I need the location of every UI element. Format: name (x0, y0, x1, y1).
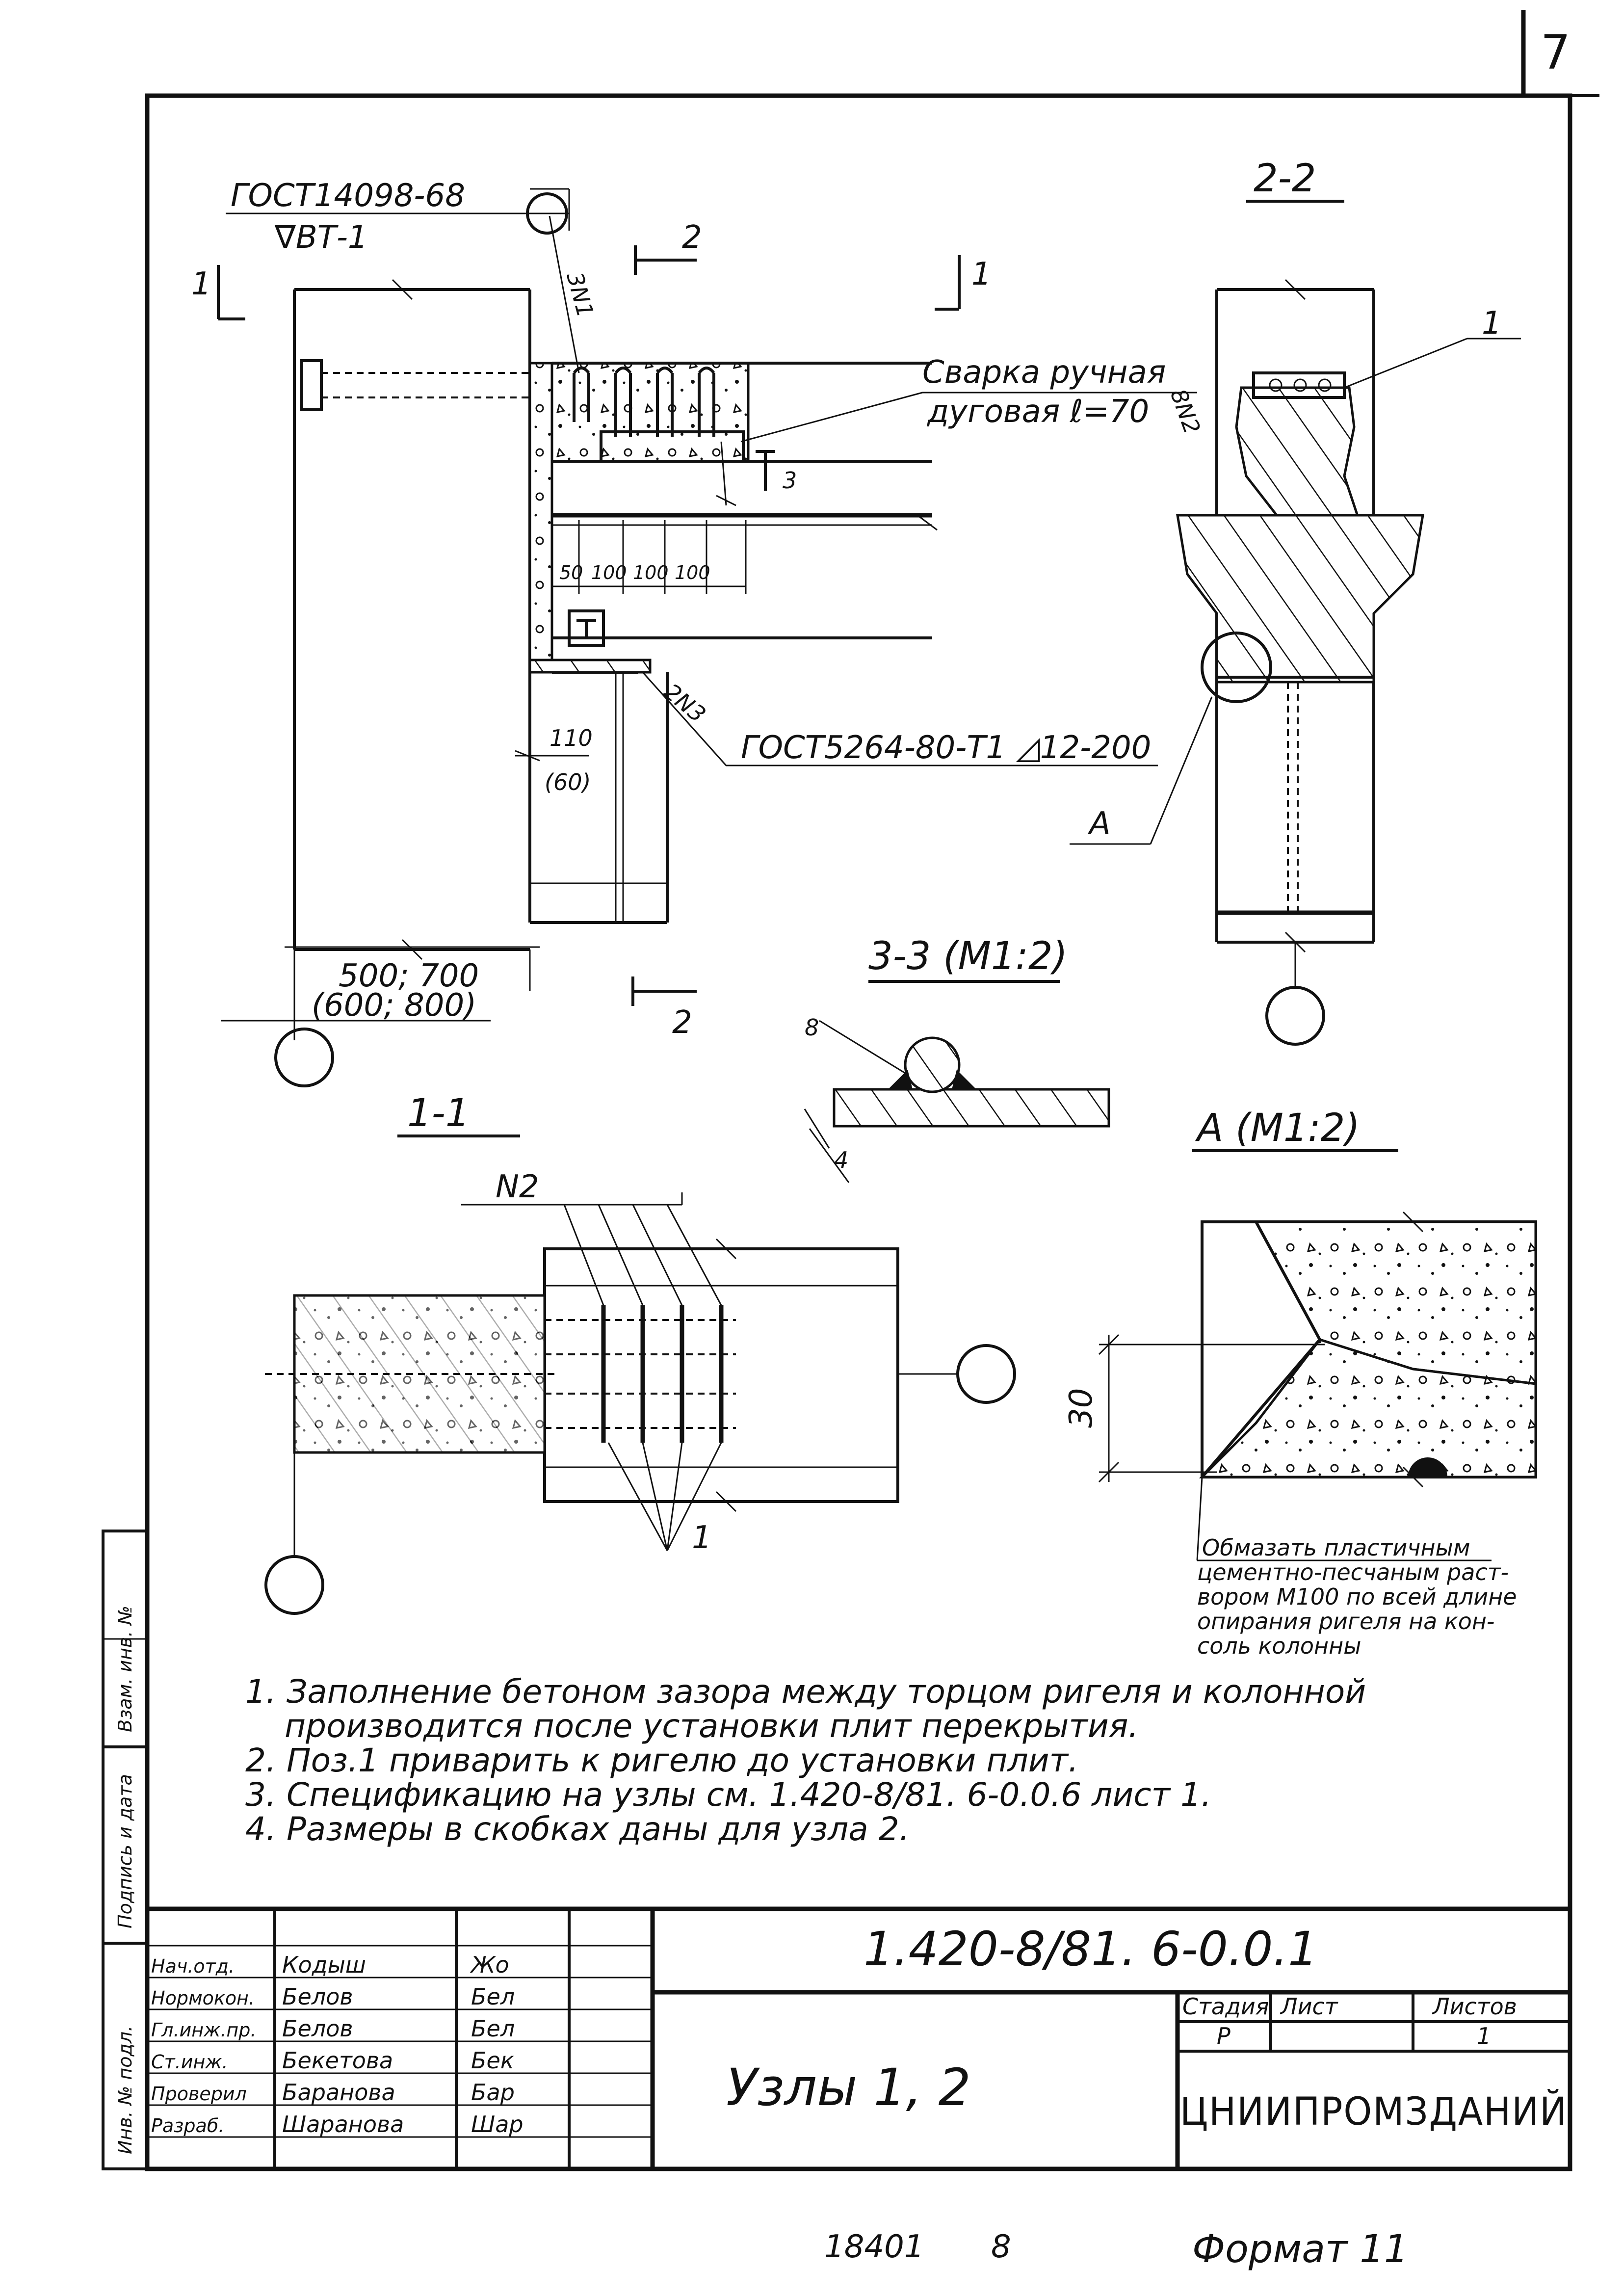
mortar-note-line: вором М100 по всей длине (1197, 1583, 1517, 1610)
dim-100b: 100 (633, 562, 669, 583)
dim-60: (60) (545, 769, 591, 795)
document-code: 1.420-8/81. 6-0.0.1 (864, 1922, 1318, 1977)
dim-width-alt: (600; 800) (312, 987, 476, 1024)
organization-name: ЦНИИПРОМЗДАНИЙ (1180, 2089, 1568, 2134)
mortar-note: Обмазать пластичным цементно-песчаным ра… (1197, 1534, 1517, 1659)
dim-8: 8 (805, 1014, 819, 1041)
section-1-1 (264, 1135, 1016, 1615)
view-a (1098, 1149, 1537, 1561)
dim-110: 110 (550, 725, 593, 751)
section-2-2 (1070, 200, 1521, 1046)
gost-top-label: ГОСТ14098-68 (231, 178, 465, 214)
note-line: производится после установки плит перекр… (285, 1707, 1138, 1745)
role-label: Гл.инж.пр. (151, 2019, 256, 2041)
mortar-note-line: опирания ригеля на кон- (1197, 1608, 1495, 1635)
signature: Жо (470, 1952, 509, 1978)
role-label: Ст.инж. (151, 2051, 228, 2073)
section-3-3-title: 3-3 (М1:2) (868, 934, 1068, 978)
dim-width: 500; 700 (339, 958, 479, 994)
sheet-header: Лист (1280, 1993, 1338, 2020)
note-line: 2. Поз.1 приварить к ригелю до установки… (245, 1742, 1078, 1779)
person-name: Белов (282, 1983, 353, 2010)
signature: Бек (471, 2047, 514, 2074)
side-stamp-replace-inv: Взам. инв. № (114, 1606, 136, 1732)
weld-manual-line2: дуговая ℓ=70 (927, 394, 1149, 430)
section-1-right-label: 1 (971, 256, 992, 292)
sheet-format: Формат 11 (1192, 2227, 1409, 2271)
title-block (147, 1906, 1570, 2169)
view-a-title: А (М1:2) (1195, 1106, 1360, 1150)
section-3-label: 3 (783, 467, 797, 494)
copy-number: 8 (991, 2229, 1011, 2265)
leader-1-bottom-label: 1 (692, 1520, 712, 1556)
person-name: Белов (282, 2015, 353, 2042)
note-line: 1. Заполнение бетоном зазора между торцо… (245, 1673, 1366, 1711)
gost-bottom-label: ГОСТ5264-80-Т1 ◿12-200 (741, 730, 1151, 766)
dim-100c: 100 (675, 562, 710, 583)
stage-header: Стадия (1182, 1993, 1269, 2020)
section-2-top-label: 2 (682, 219, 702, 256)
pos-8n2-label: 8N2 (1165, 385, 1206, 437)
person-name: Шаранова (282, 2111, 404, 2138)
signature: Бар (471, 2079, 515, 2106)
mortar-note-line: соль колонны (1197, 1633, 1361, 1659)
section-1-1-title: 1-1 (407, 1091, 470, 1135)
person-name: Бекетова (282, 2047, 393, 2074)
dim-4: 4 (834, 1147, 848, 1173)
section-2-2-title: 2-2 (1254, 157, 1316, 201)
weld-symbol-label: ∇ВТ-1 (274, 219, 368, 256)
sheet-frame (145, 10, 1599, 2171)
signature: Бел (471, 1983, 515, 2010)
leader-1-top-label: 1 (1482, 305, 1502, 342)
role-label: Нормокон. (151, 1987, 255, 2009)
section-3-3 (804, 980, 1110, 1183)
section-1-left-label: 1 (191, 266, 211, 302)
sheets-value: 1 (1477, 2023, 1491, 2049)
dim-50: 50 (559, 562, 583, 583)
role-label: Проверил (151, 2083, 247, 2105)
stage-value: Р (1217, 2023, 1230, 2049)
sheets-header: Листов (1432, 1993, 1517, 2020)
general-notes: 1. Заполнение бетоном зазора между торцо… (245, 1673, 1366, 1848)
view-a-ref-label: А (1087, 806, 1111, 842)
sheet-number: 7 (1541, 25, 1571, 80)
note-line: 4. Размеры в скобках даны для узла 2. (245, 1810, 910, 1848)
side-stamp-inv-no: Инв. № подл. (114, 2026, 136, 2154)
document-title: Узлы 1, 2 (726, 2058, 971, 2117)
note-line: 3. Спецификацию на узлы см. 1.420-8/81. … (245, 1776, 1211, 1814)
signature-table: Нач.отд. Кодыш Жо Нормокон. Белов Бел Гл… (151, 1952, 524, 2138)
person-name: Кодыш (282, 1952, 366, 1978)
role-label: Нач.отд. (151, 1955, 235, 1977)
role-label: Разраб. (151, 2115, 224, 2137)
side-stamp-signature-date: Подпись и дата (114, 1774, 136, 1928)
weld-manual-line1: Сварка ручная (922, 354, 1166, 391)
dim-30: 30 (1063, 1388, 1099, 1428)
person-name: Баранова (282, 2079, 395, 2106)
side-stamp (102, 1530, 149, 2170)
signature: Шар (471, 2111, 524, 2138)
mortar-note-line: Обмазать пластичным (1202, 1534, 1470, 1561)
inventory-number: 18401 (824, 2229, 924, 2265)
signature: Бел (471, 2015, 515, 2042)
dim-100a: 100 (591, 562, 627, 583)
pos-n2-label: N2 (496, 1169, 539, 1205)
main-elevation (217, 188, 1197, 1087)
section-2-bottom-label: 2 (672, 1004, 692, 1041)
mortar-note-line: цементно-песчаным раст- (1197, 1559, 1509, 1585)
